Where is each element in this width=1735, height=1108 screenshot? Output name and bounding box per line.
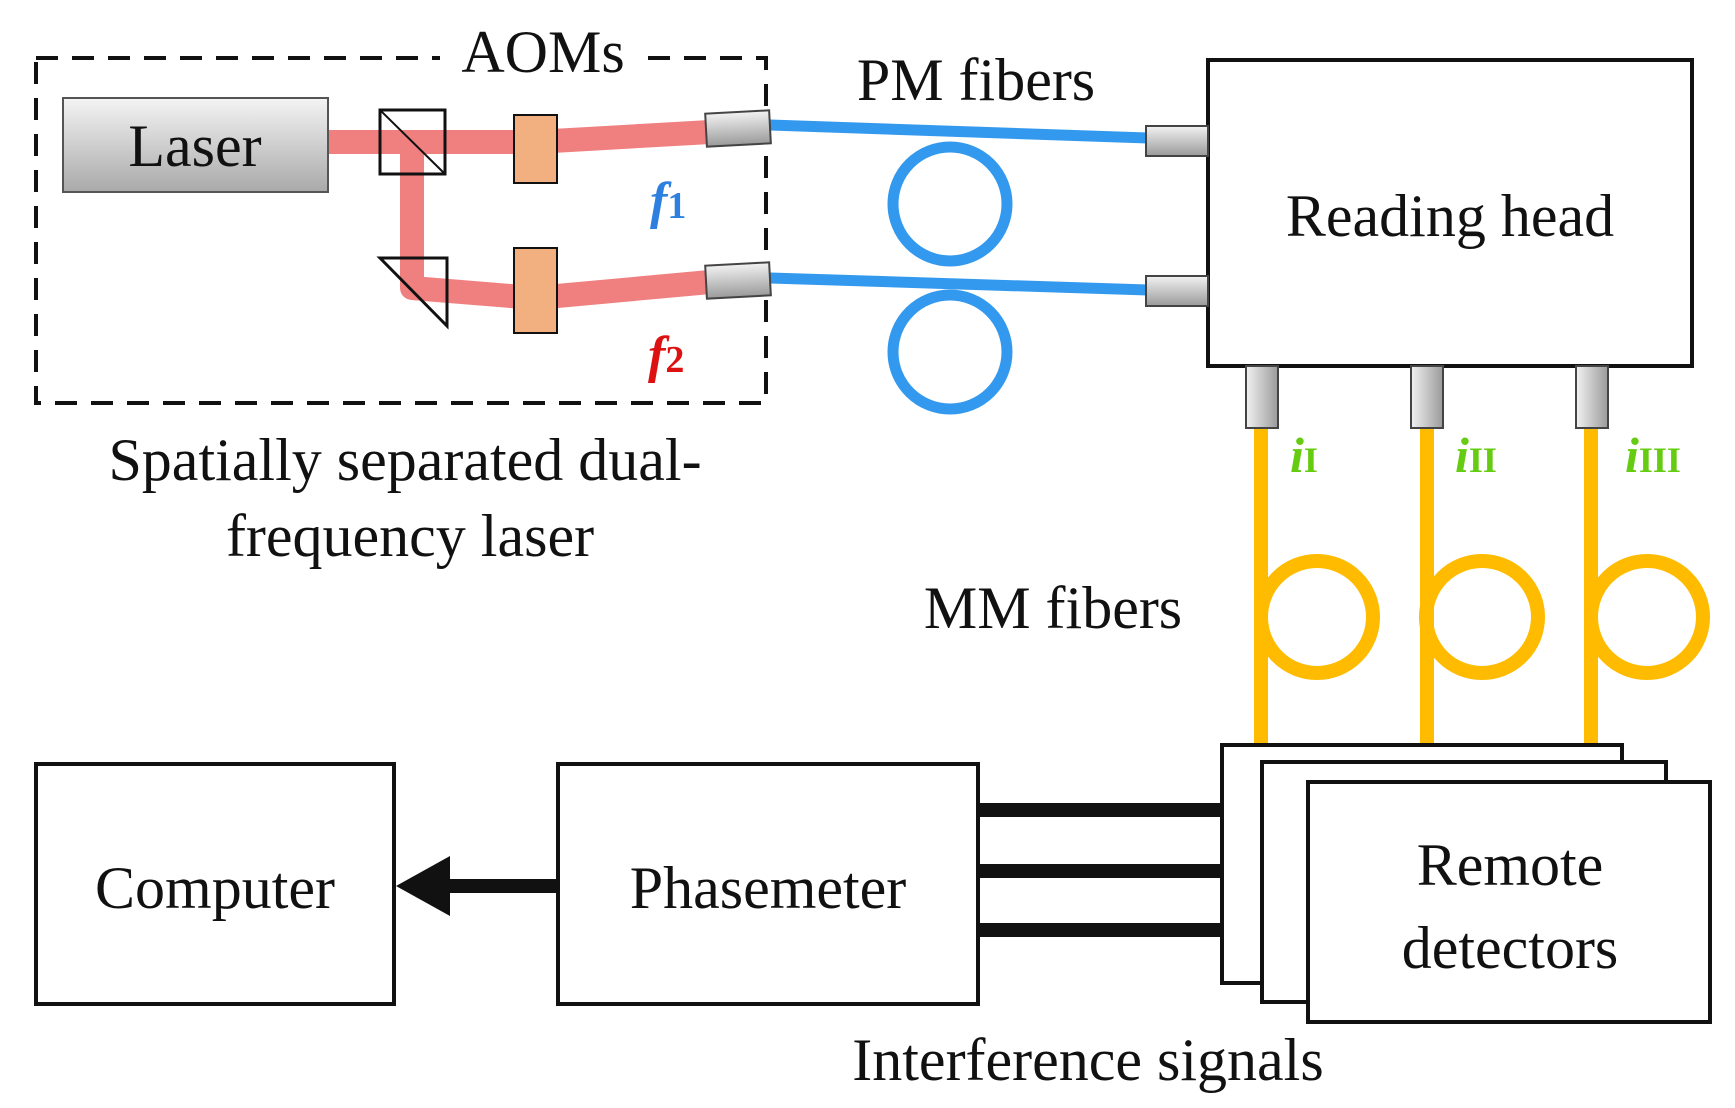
i3-label: iIII [1625,427,1681,483]
pm-fibers-label: PM fibers [857,47,1095,113]
reading-head-output-port-2 [1410,365,1444,429]
f1-label: f1 [650,173,686,230]
i2-label: iII [1455,427,1497,483]
aom-1 [513,114,558,184]
laser-beam-f2 [400,142,712,310]
computer-label: Computer [95,855,335,921]
reading-head-input-port-2 [1145,275,1209,307]
remote-detectors-label-line2: detectors [1402,915,1619,981]
phasemeter-box [556,762,980,1006]
mm-fibers [1254,428,1710,782]
computer-box [34,762,396,1006]
arrow-to-computer [396,856,558,916]
interference-signals-label: Interference signals [852,1027,1323,1093]
collimator-f2 [704,261,772,300]
laser-label: Laser [128,113,261,179]
reading-head-output-port-3 [1575,365,1609,429]
mm-fibers-label: MM fibers [924,575,1182,641]
laser-box [62,97,329,193]
remote-detectors-label-line1: Remote [1417,832,1604,898]
reading-head-input-port-1 [1145,125,1209,157]
reading-head-box [1206,58,1694,368]
aoms-label-background [440,30,640,88]
remote-detector-front [1306,780,1712,1024]
beam-splitter-icon [378,108,447,176]
aom-2 [513,247,558,334]
phasemeter-label: Phasemeter [630,855,907,921]
prism-mirror-icon [376,256,449,330]
i1-label: iI [1290,427,1318,483]
aoms-label: AOMs [461,19,624,85]
collimator-f1 [704,109,772,148]
reading-head-label: Reading head [1286,183,1614,249]
pm-fibers [769,119,1149,415]
reading-head-output-port-1 [1245,365,1279,429]
laser-source-enclosure [34,56,768,405]
laser-source-caption-line1: Spatially separated dual- [108,427,701,493]
laser-source-caption-line2: frequency laser [226,503,594,569]
f2-label: f2 [648,327,684,384]
